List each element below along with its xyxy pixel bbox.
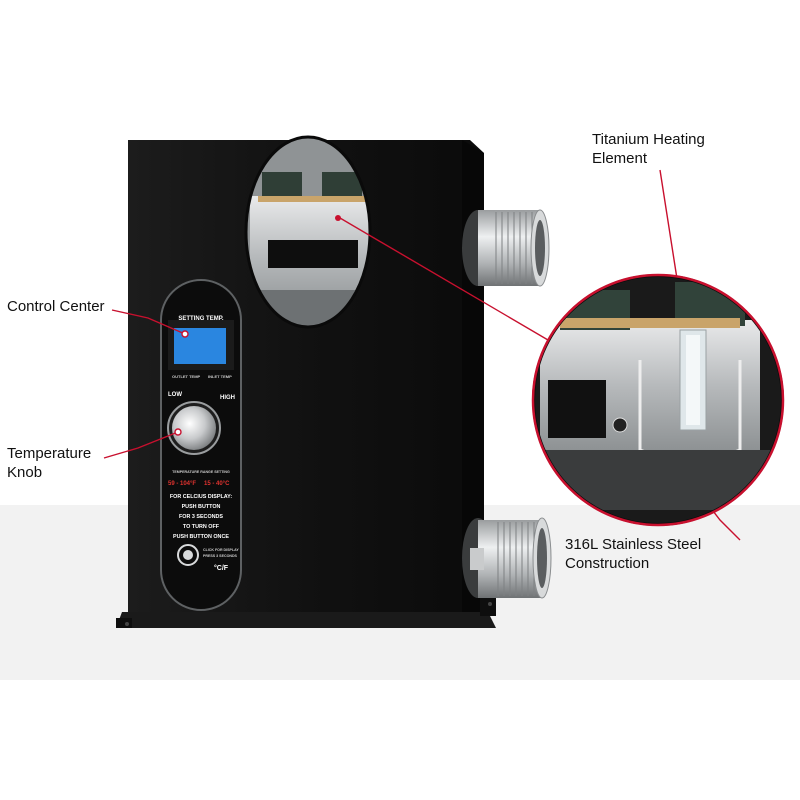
callout-temperature-knob: Temperature Knob [7,445,92,481]
panel-outlet-temp: OUTLET TEMP [172,374,201,379]
panel-range-c: 15 - 40°C [204,481,230,487]
temperature-knob [172,406,216,450]
panel-instruction-5: PUSH BUTTON ONCE [173,534,229,540]
cutaway-window [246,137,370,327]
panel-unit-toggle: °C/F [214,564,229,572]
callout-stainless-steel: 316L Stainless Steel Construction [565,536,702,572]
panel-range-f: 59 - 104°F [168,481,196,487]
panel-low-label: LOW [168,392,182,398]
panel-high-label: HIGH [220,395,235,401]
panel-instruction-3: FOR 3 SECONDS [179,514,223,520]
zoom-detail [531,273,785,527]
callout-titanium-element: Titanium Heating Element [592,131,705,167]
upper-pipe [462,209,550,287]
panel-instruction-1: FOR CELCIUS DISPLAY: [170,494,233,500]
panel-inlet-temp: INLET TEMP [208,374,232,379]
lower-pipe [462,517,552,599]
panel-button-note-1: CLICK FOR DISPLAY [203,548,239,552]
callout-control-center: Control Center [7,298,105,315]
panel-setting-temp: SETTING TEMP. [178,316,224,322]
panel-instruction-4: TO TURN OFF [183,524,220,530]
panel-instruction-2: PUSH BUTTON [182,504,221,510]
panel-range-caption: TEMPERATURE RANGE SETTING [172,470,230,474]
panel-button-note-2: PRESS 3 SECONDS [203,554,238,558]
